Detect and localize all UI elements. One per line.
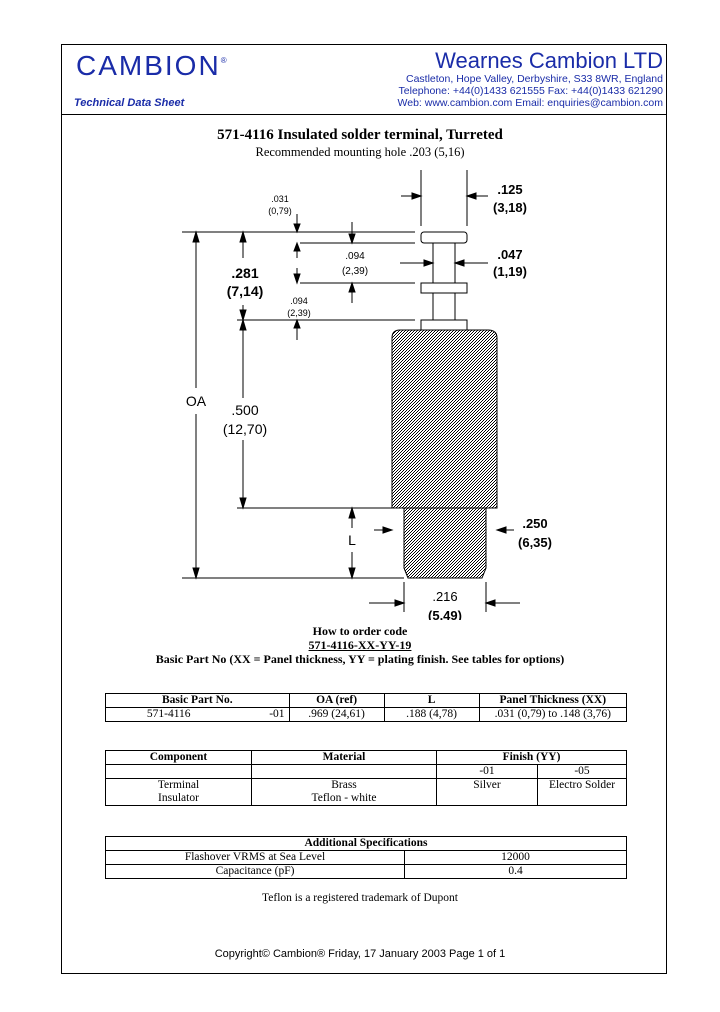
table-row: Terminal Brass Silver Electro Solder xyxy=(105,778,627,792)
dim-216-label: .216 xyxy=(432,589,457,604)
turret-top-flange xyxy=(420,231,468,244)
cell-component: Terminal xyxy=(105,778,252,792)
dim-094a-label: .094 xyxy=(345,251,365,262)
finish-code-01: -01 xyxy=(436,764,538,779)
phone-line: Telephone: +44(0)1433 621555 Fax: +44(0)… xyxy=(398,85,663,97)
page-title: 571-4116 Insulated solder terminal, Turr… xyxy=(217,127,503,143)
cell-part: 571-4116 xyxy=(105,707,232,722)
cell-spec-name: Flashover VRMS at Sea Level xyxy=(105,850,405,865)
page-subtitle: Recommended mounting hole .203 (5,16) xyxy=(255,145,465,159)
dim-281-label: .281 xyxy=(231,265,258,281)
blank-cell xyxy=(251,764,437,779)
blank-cell xyxy=(105,764,252,779)
order-description: Basic Part No (XX = Panel thickness, YY … xyxy=(155,652,565,666)
order-heading: How to order code xyxy=(312,624,408,638)
dim-oa-label: OA xyxy=(186,393,207,409)
page-border xyxy=(61,44,667,974)
footer-copyright: Copyright© Cambion® Friday, 17 January 2… xyxy=(214,948,506,960)
header-additional: Additional Specifications xyxy=(105,836,627,851)
dim-250-label: .250 xyxy=(522,516,547,531)
cell-suffix: -01 xyxy=(231,707,290,722)
dim-125-mm-label: (3,18) xyxy=(493,200,527,215)
dim-500-mm-label: (12,70) xyxy=(223,421,267,437)
header-divider xyxy=(62,114,666,115)
header-oa: OA (ref) xyxy=(288,693,385,708)
dim-031-mm-label: (0,79) xyxy=(268,206,292,216)
web-line: Web: www.cambion.com Email: enquiries@ca… xyxy=(397,97,663,109)
dim-047-mm-label: (1,19) xyxy=(493,264,527,279)
header-basic-part: Basic Part No. xyxy=(105,693,290,708)
cell-finish-05 xyxy=(537,792,627,806)
insulator-body xyxy=(391,329,498,509)
cell-material: Teflon - white xyxy=(251,792,437,806)
additional-specs-table: Additional Specifications Flashover VRMS… xyxy=(105,836,627,879)
cell-spec-value: 0.4 xyxy=(404,864,627,879)
dim-094b-label: .094 xyxy=(290,296,308,306)
parts-table: Basic Part No. OA (ref) L Panel Thicknes… xyxy=(105,693,628,722)
cell-oa: .969 (24,61) xyxy=(288,707,385,722)
cell-component: Insulator xyxy=(105,792,252,806)
cell-finish-01 xyxy=(436,792,538,806)
turret-base xyxy=(420,319,468,331)
cell-finish-05: Electro Solder xyxy=(537,778,627,792)
dim-250-mm-label: (6,35) xyxy=(518,535,552,550)
order-code: 571-4116-XX-YY-19 xyxy=(308,638,412,652)
threaded-shank xyxy=(403,507,487,579)
cell-panel: .031 (0,79) to .148 (3,76) xyxy=(478,707,628,722)
terminal-drawing: .031 (0,79) .125 (3,18) .094 (2,39) .047… xyxy=(182,170,552,620)
table-header-row: Additional Specifications xyxy=(105,836,627,851)
finish-code-05: -05 xyxy=(537,764,627,779)
material-table: Component Material Finish (YY) -01 -05 T… xyxy=(105,750,627,806)
table-row: Insulator Teflon - white xyxy=(105,792,627,806)
table-row: 571-4116 -01 .969 (24,61) .188 (4,78) .0… xyxy=(105,707,628,722)
address-line: Castleton, Hope Valley, Derbyshire, S33 … xyxy=(406,73,663,85)
header-component: Component xyxy=(105,750,252,765)
table-row: Flashover VRMS at Sea Level 12000 xyxy=(105,850,627,865)
turret-stem xyxy=(432,292,456,321)
dim-094b-mm-label: (2,39) xyxy=(287,308,311,318)
dim-125-label: .125 xyxy=(497,182,522,197)
dim-216-mm-label: (5,49) xyxy=(428,608,462,620)
turret-lower-flange xyxy=(420,282,468,294)
table-row: Capacitance (pF) 0.4 xyxy=(105,864,627,879)
cell-spec-value: 12000 xyxy=(404,850,627,865)
table-header-row: Basic Part No. OA (ref) L Panel Thicknes… xyxy=(105,693,628,708)
trademark-note: Teflon is a registered trademark of Dupo… xyxy=(262,892,458,904)
sheet-type: Technical Data Sheet xyxy=(74,97,185,109)
header-l: L xyxy=(383,693,480,708)
company-name: Wearnes Cambion LTD xyxy=(435,48,663,73)
turret-neck xyxy=(432,242,456,284)
dim-094a-mm-label: (2,39) xyxy=(342,266,368,277)
dim-031-label: .031 xyxy=(271,194,289,204)
header-material: Material xyxy=(251,750,437,765)
dim-l-label: L xyxy=(348,532,356,548)
header-panel-thickness: Panel Thickness (XX) xyxy=(478,693,628,708)
cambion-logo: CAMBION® xyxy=(76,50,227,81)
cell-finish-01: Silver xyxy=(436,778,538,792)
dim-281-mm-label: (7,14) xyxy=(227,283,264,299)
dim-047-label: .047 xyxy=(497,247,522,262)
cell-l: .188 (4,78) xyxy=(383,707,480,722)
cell-spec-name: Capacitance (pF) xyxy=(105,864,405,879)
dim-500-label: .500 xyxy=(231,402,258,418)
cell-material: Brass xyxy=(251,778,437,792)
finish-code-row: -01 -05 xyxy=(105,764,627,779)
table-header-row: Component Material Finish (YY) xyxy=(105,750,627,765)
header-finish: Finish (YY) xyxy=(436,750,627,765)
